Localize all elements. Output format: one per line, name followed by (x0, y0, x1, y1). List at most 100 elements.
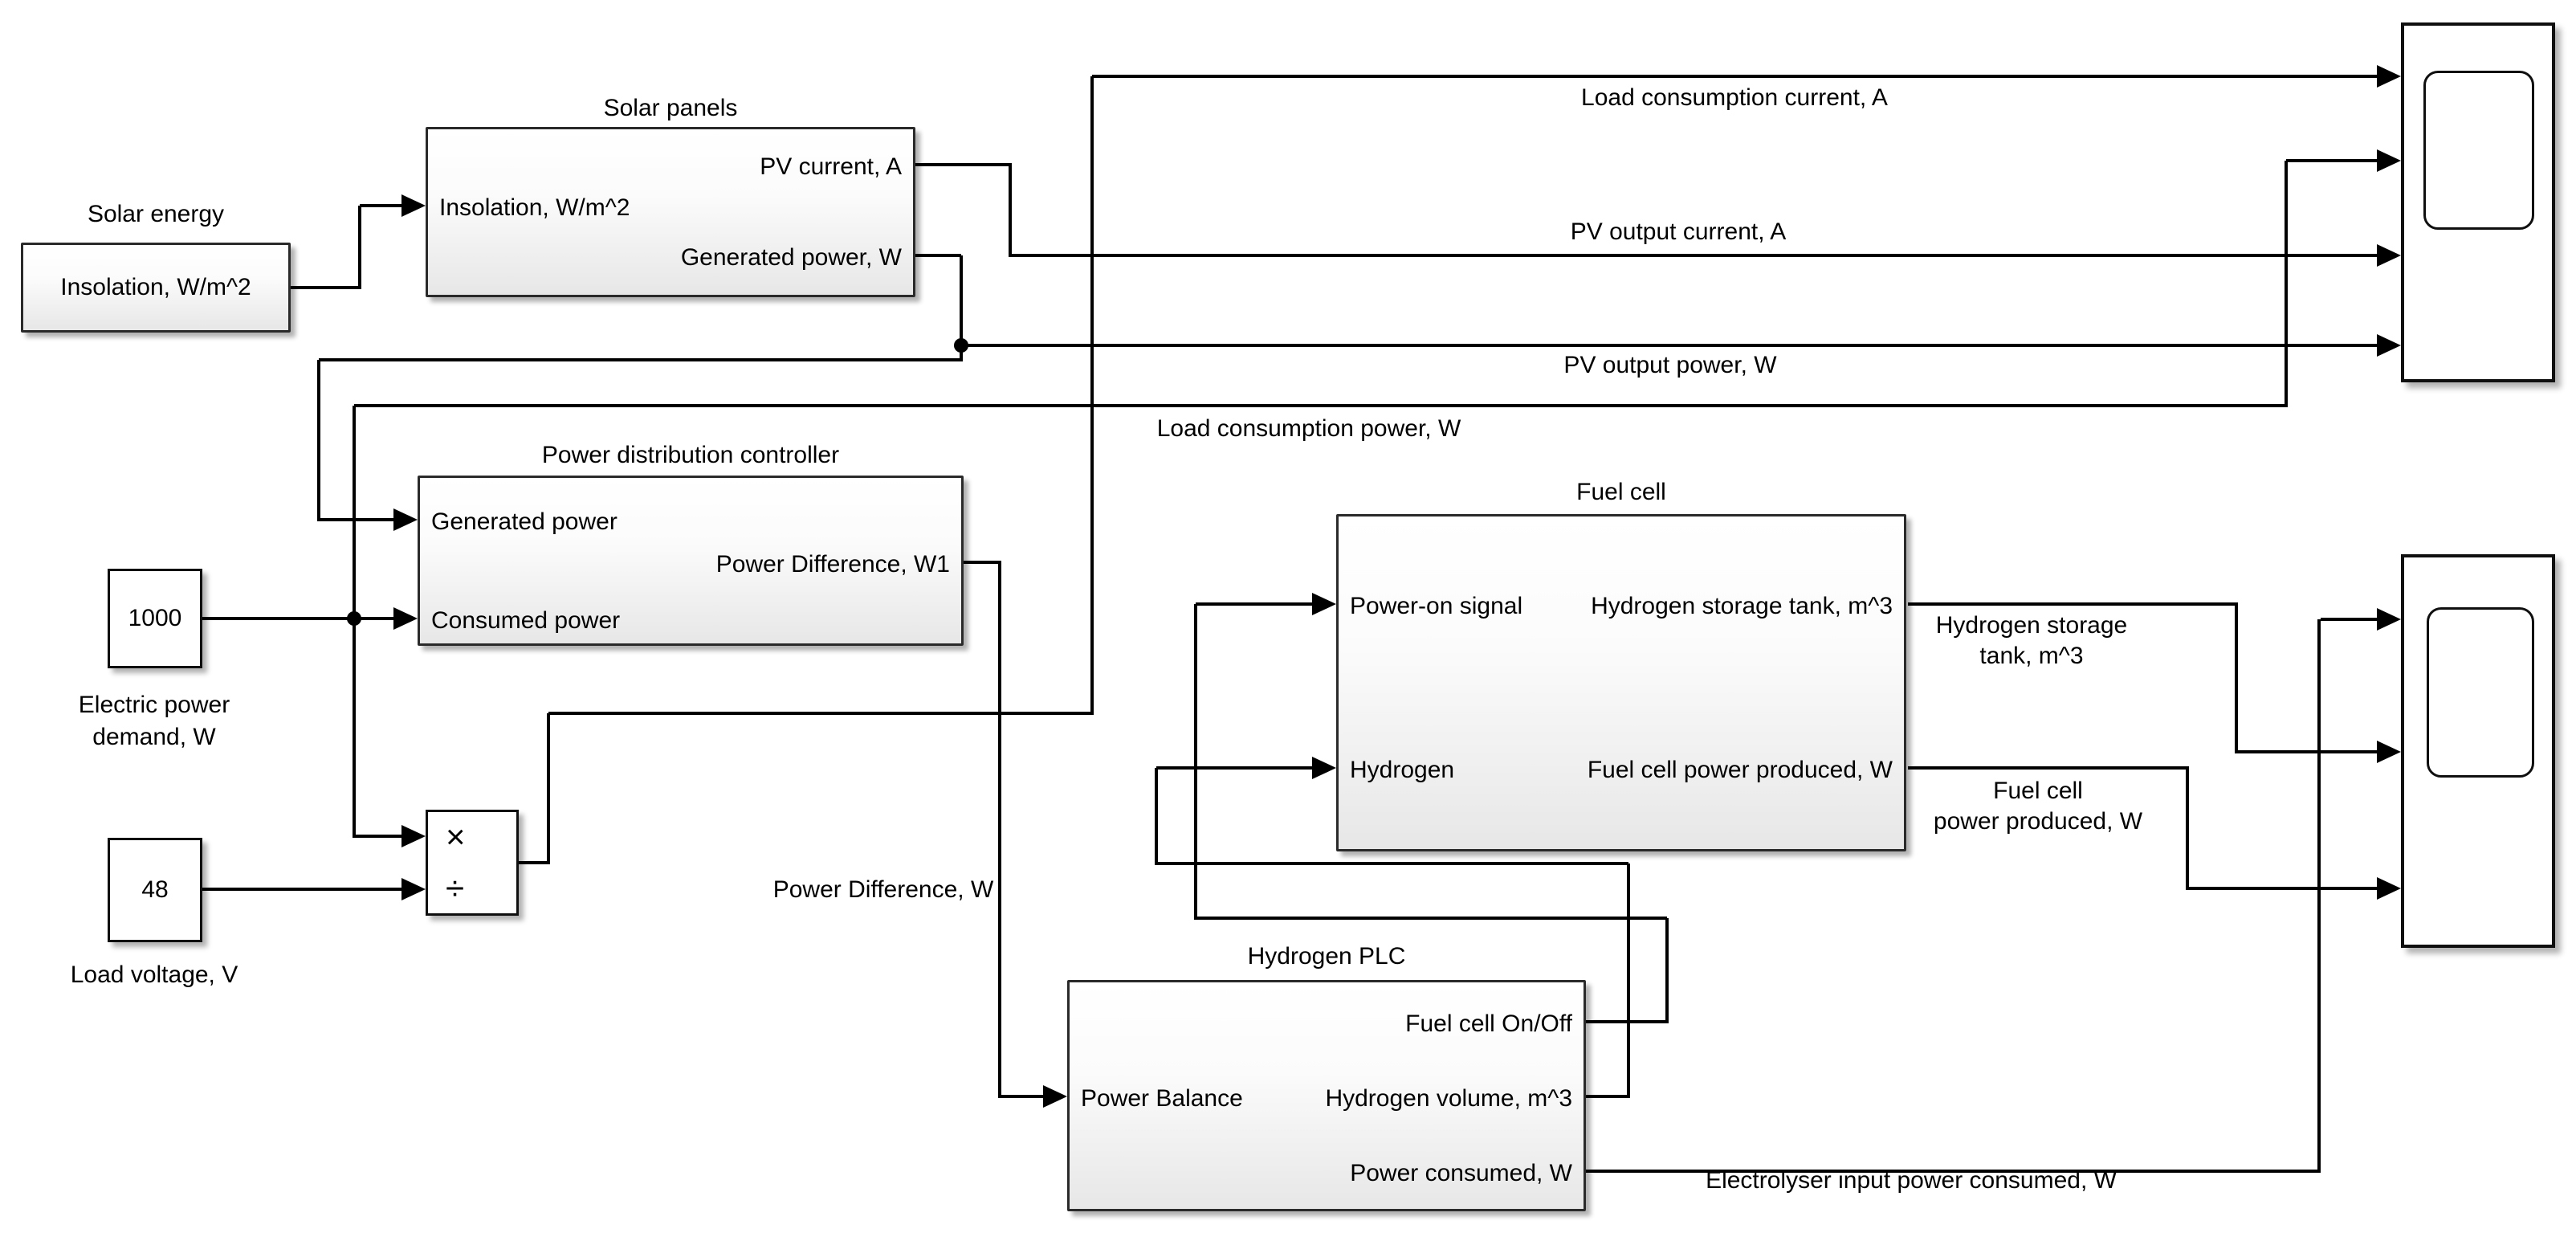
signal-label-fuel-cell-power-line2: power produced, W (1933, 808, 2143, 835)
wire-fc-power-segment[interactable] (1908, 766, 2189, 770)
wire-arrowhead-icon (401, 194, 426, 217)
signal-label-pv-output-current: PV output current, A (1570, 218, 1787, 245)
wire-fuel-cell-onoff-segment[interactable] (1194, 604, 1197, 920)
port-label-generated-power-out: Generated power, W (680, 244, 902, 271)
wire-hydrogen-storage-segment[interactable] (1908, 602, 2238, 606)
wire-arrowhead-icon (2377, 741, 2401, 763)
wire-load-current-segment[interactable] (1092, 75, 2377, 78)
wire-hydrogen-volume-segment[interactable] (1155, 768, 1158, 865)
wire-arrowhead-icon (401, 825, 426, 847)
port-label-power-consumed-out: Power consumed, W (1350, 1160, 1572, 1186)
constant-value: 48 (141, 876, 169, 903)
signal-label-fuel-cell-power-line1: Fuel cell (1993, 778, 2083, 804)
wire-arrowhead-icon (1312, 757, 1336, 779)
constant-value: 1000 (128, 605, 182, 631)
wire-generated-power-segment[interactable] (317, 360, 320, 521)
block-scope-top[interactable] (2401, 22, 2555, 382)
port-label-insolation-out: Insolation, W/m^2 (60, 274, 251, 300)
wire-demand-segment[interactable] (354, 835, 401, 838)
block-constant-voltage[interactable]: 48 (108, 838, 202, 942)
wire-hydrogen-storage-segment[interactable] (2238, 750, 2377, 753)
wire-pv-current-segment[interactable] (915, 163, 1012, 166)
wire-arrowhead-icon (2377, 149, 2401, 172)
wire-fc-power-segment[interactable] (2189, 887, 2377, 890)
wire-pv-output-power-segment[interactable] (961, 344, 2377, 347)
wire-arrowhead-icon (2377, 244, 2401, 267)
block-title-solar-panels: Solar panels (603, 95, 738, 121)
signal-label-pv-output-power: PV output power, W (1563, 352, 1777, 378)
block-divide[interactable]: × ÷ (426, 810, 519, 916)
caption-demand-line1: Electric power (78, 692, 230, 718)
block-scope-bottom[interactable] (2401, 554, 2555, 948)
scope-screen (2427, 607, 2534, 778)
wire-load-current-segment[interactable] (519, 861, 550, 864)
wire-pv-current-segment[interactable] (1009, 165, 1012, 257)
wire-fuel-cell-onoff-segment[interactable] (1196, 602, 1312, 606)
wire-load-power-segment[interactable] (2285, 161, 2288, 407)
block-solar-panels[interactable]: Insolation, W/m^2 PV current, A Generate… (426, 127, 915, 297)
block-title-hydrogen-plc: Hydrogen PLC (1247, 943, 1406, 970)
signal-label-load-consumption-power: Load consumption power, W (1156, 415, 1461, 442)
wire-pv-current-segment[interactable] (1010, 254, 2377, 257)
wire-arrowhead-icon (2377, 608, 2401, 631)
block-title-power-controller: Power distribution controller (541, 442, 840, 468)
wire-load-current-segment[interactable] (1090, 76, 1094, 715)
caption-demand-line2: demand, W (92, 724, 216, 750)
signal-label-power-difference: Power Difference, W (772, 876, 994, 903)
wire-generated-power-segment[interactable] (915, 254, 961, 257)
wire-demand-segment[interactable] (353, 406, 356, 838)
wire-arrowhead-icon (401, 878, 426, 900)
wire-fc-power-segment[interactable] (2186, 768, 2189, 890)
wire-voltage-segment[interactable] (202, 888, 401, 891)
block-hydrogen-plc[interactable]: Power Balance Fuel cell On/Off Hydrogen … (1067, 980, 1586, 1211)
block-constant-demand[interactable]: 1000 (108, 569, 202, 668)
wire-generated-power-segment[interactable] (960, 255, 963, 361)
multiply-symbol-icon: × (446, 818, 466, 855)
wire-load-current-segment[interactable] (548, 712, 1094, 715)
wire-arrowhead-icon (2377, 65, 2401, 88)
wire-fuel-cell-onoff-segment[interactable] (1196, 917, 1667, 920)
wire-insolation-segment[interactable] (360, 204, 403, 207)
wire-electrolyser-segment[interactable] (2321, 618, 2377, 621)
block-fuel-cell[interactable]: Power-on signal Hydrogen Hydrogen storag… (1336, 514, 1906, 851)
port-label-power-difference-out: Power Difference, W1 (715, 551, 950, 578)
wire-arrowhead-icon (2377, 334, 2401, 357)
wire-arrowhead-icon (393, 607, 418, 630)
caption-load-voltage: Load voltage, V (70, 961, 238, 988)
signal-label-electrolyser-power: Electrolyser input power consumed, W (1706, 1167, 2117, 1194)
wire-electrolyser-segment[interactable] (2317, 619, 2321, 1173)
wire-arrowhead-icon (1312, 593, 1336, 615)
port-label-consumed-power-in: Consumed power (431, 607, 621, 634)
wire-generated-power-segment[interactable] (319, 358, 961, 361)
wire-generated-power-segment[interactable] (319, 518, 395, 521)
wire-power-difference-segment[interactable] (998, 562, 1001, 1098)
block-power-distribution-controller[interactable]: Generated power Consumed power Power Dif… (418, 476, 964, 646)
wire-arrowhead-icon (2377, 877, 2401, 900)
port-label-fuel-cell-onoff-out: Fuel cell On/Off (1405, 1010, 1572, 1037)
wire-power-difference-segment[interactable] (964, 561, 1001, 564)
wire-arrowhead-icon (1043, 1085, 1067, 1108)
block-solar-energy-source[interactable]: Insolation, W/m^2 (21, 243, 291, 333)
port-label-fc-power-out: Fuel cell power produced, W (1587, 757, 1893, 783)
wire-insolation-segment[interactable] (358, 206, 361, 289)
wire-hydrogen-volume-segment[interactable] (1156, 766, 1312, 770)
signal-label-load-consumption-current: Load consumption current, A (1581, 84, 1888, 111)
wire-load-current-segment[interactable] (547, 713, 550, 864)
wire-hydrogen-volume-segment[interactable] (1586, 1095, 1630, 1098)
wire-electrolyser-segment[interactable] (1586, 1170, 2321, 1173)
wire-power-difference-segment[interactable] (1000, 1095, 1045, 1098)
block-title-fuel-cell: Fuel cell (1576, 479, 1666, 505)
wire-fuel-cell-onoff-segment[interactable] (1665, 918, 1669, 1023)
port-label-storage-tank-out: Hydrogen storage tank, m^3 (1591, 593, 1893, 619)
wire-load-power-segment[interactable] (354, 404, 2288, 407)
wire-insolation-segment[interactable] (291, 286, 360, 289)
wire-hydrogen-volume-segment[interactable] (1627, 864, 1630, 1098)
port-label-insolation-in: Insolation, W/m^2 (439, 194, 630, 221)
wire-hydrogen-volume-segment[interactable] (1156, 862, 1628, 865)
port-label-power-balance-in: Power Balance (1081, 1085, 1243, 1112)
wire-demand-segment[interactable] (202, 617, 395, 620)
scope-screen (2423, 71, 2534, 230)
wire-load-power-segment[interactable] (2286, 159, 2377, 162)
wire-hydrogen-storage-segment[interactable] (2235, 604, 2238, 753)
